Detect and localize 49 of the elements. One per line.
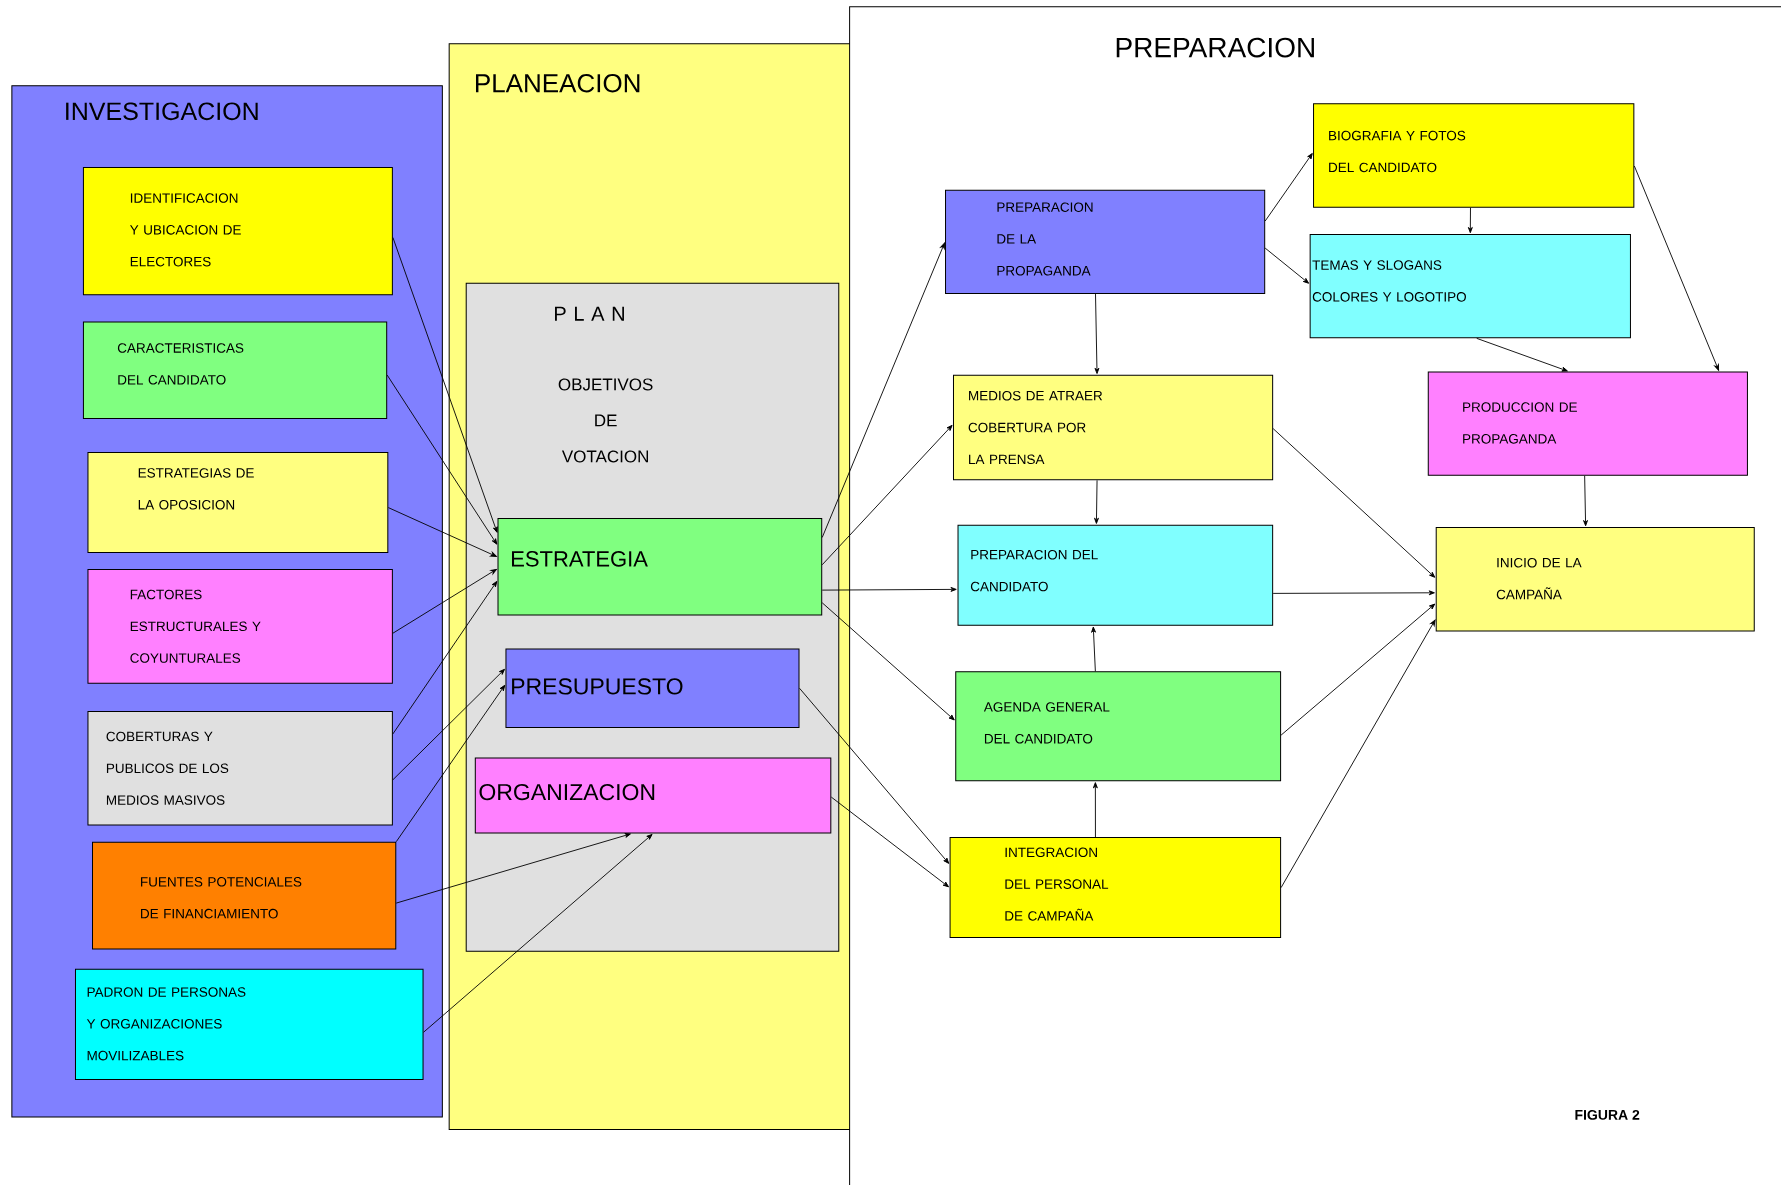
arrow: [1633, 165, 1720, 371]
arrow: [1280, 603, 1436, 736]
arrow: [1272, 590, 1435, 596]
arrow: [1467, 207, 1473, 234]
arrow: [1092, 782, 1098, 838]
process-box: PREPARACION DE LA PROPAGANDA: [945, 189, 1266, 295]
arrow: [1094, 479, 1099, 524]
process-box: AGENDA GENERAL DEL CANDIDATO: [955, 671, 1282, 782]
process-box: COBERTURAS Y PUBLICOS DE LOS MEDIOS MASIVOS: [87, 711, 393, 826]
arrow: [830, 796, 949, 888]
process-box: FUENTES POTENCIALES DE FINANCIAMIENTO: [92, 841, 397, 950]
process-box: CARACTERISTICAS DEL CANDIDATO: [82, 321, 388, 419]
arrow: [386, 374, 498, 545]
arrow: [821, 242, 945, 538]
process-box: ESTRATEGIAS DE LA OPOSICION: [87, 452, 389, 553]
process-box: PRODUCCION DE PROPAGANDA: [1427, 371, 1748, 476]
arrow: [392, 580, 498, 735]
arrow: [1094, 293, 1100, 374]
process-box: INICIO DE LA CAMPAÑA: [1435, 527, 1755, 632]
process-box: FACTORES ESTRUCTURALES Y COYUNTURALES: [87, 569, 393, 684]
process-box: ESTRATEGIA: [497, 517, 823, 616]
process-box: MEDIOS DE ATRAER COBERTURA POR LA PRENSA: [953, 374, 1274, 481]
arrow: [392, 568, 497, 634]
arrow: [1476, 337, 1568, 372]
arrow: [821, 586, 957, 592]
arrow: [799, 687, 950, 864]
arrow: [1272, 428, 1436, 578]
arrow: [1091, 626, 1096, 672]
process-box: TEMAS Y SLOGANS COLORES Y LOGOTIPO: [1309, 234, 1631, 339]
arrow: [1583, 475, 1588, 527]
arrow: [395, 684, 506, 843]
process-box: IDENTIFICACION Y UBICACION DE ELECTORES: [82, 166, 393, 296]
process-box: INTEGRACION DEL PERSONAL DE CAMPAÑA: [949, 837, 1282, 939]
arrow: [821, 602, 955, 721]
process-box: PRESUPUESTO: [505, 648, 800, 728]
arrow: [392, 237, 498, 533]
arrow: [392, 668, 505, 781]
process-box: PADRON DE PERSONAS Y ORGANIZACIONES MOVILIZABLES: [75, 968, 424, 1081]
arrow: [395, 833, 631, 904]
arrow: [1264, 153, 1313, 222]
process-box: PREPARACION DEL CANDIDATO: [957, 524, 1274, 626]
arrow: [387, 507, 497, 557]
process-box: BIOGRAFIA Y FOTOS DEL CANDIDATO: [1313, 103, 1635, 208]
arrow: [1280, 619, 1436, 889]
arrow: [821, 424, 953, 566]
arrow: [423, 833, 653, 1033]
process-box: ORGANIZACION: [474, 757, 832, 834]
arrow: [1264, 247, 1310, 284]
figure-label: FIGURA 2: [1575, 1109, 1640, 1120]
